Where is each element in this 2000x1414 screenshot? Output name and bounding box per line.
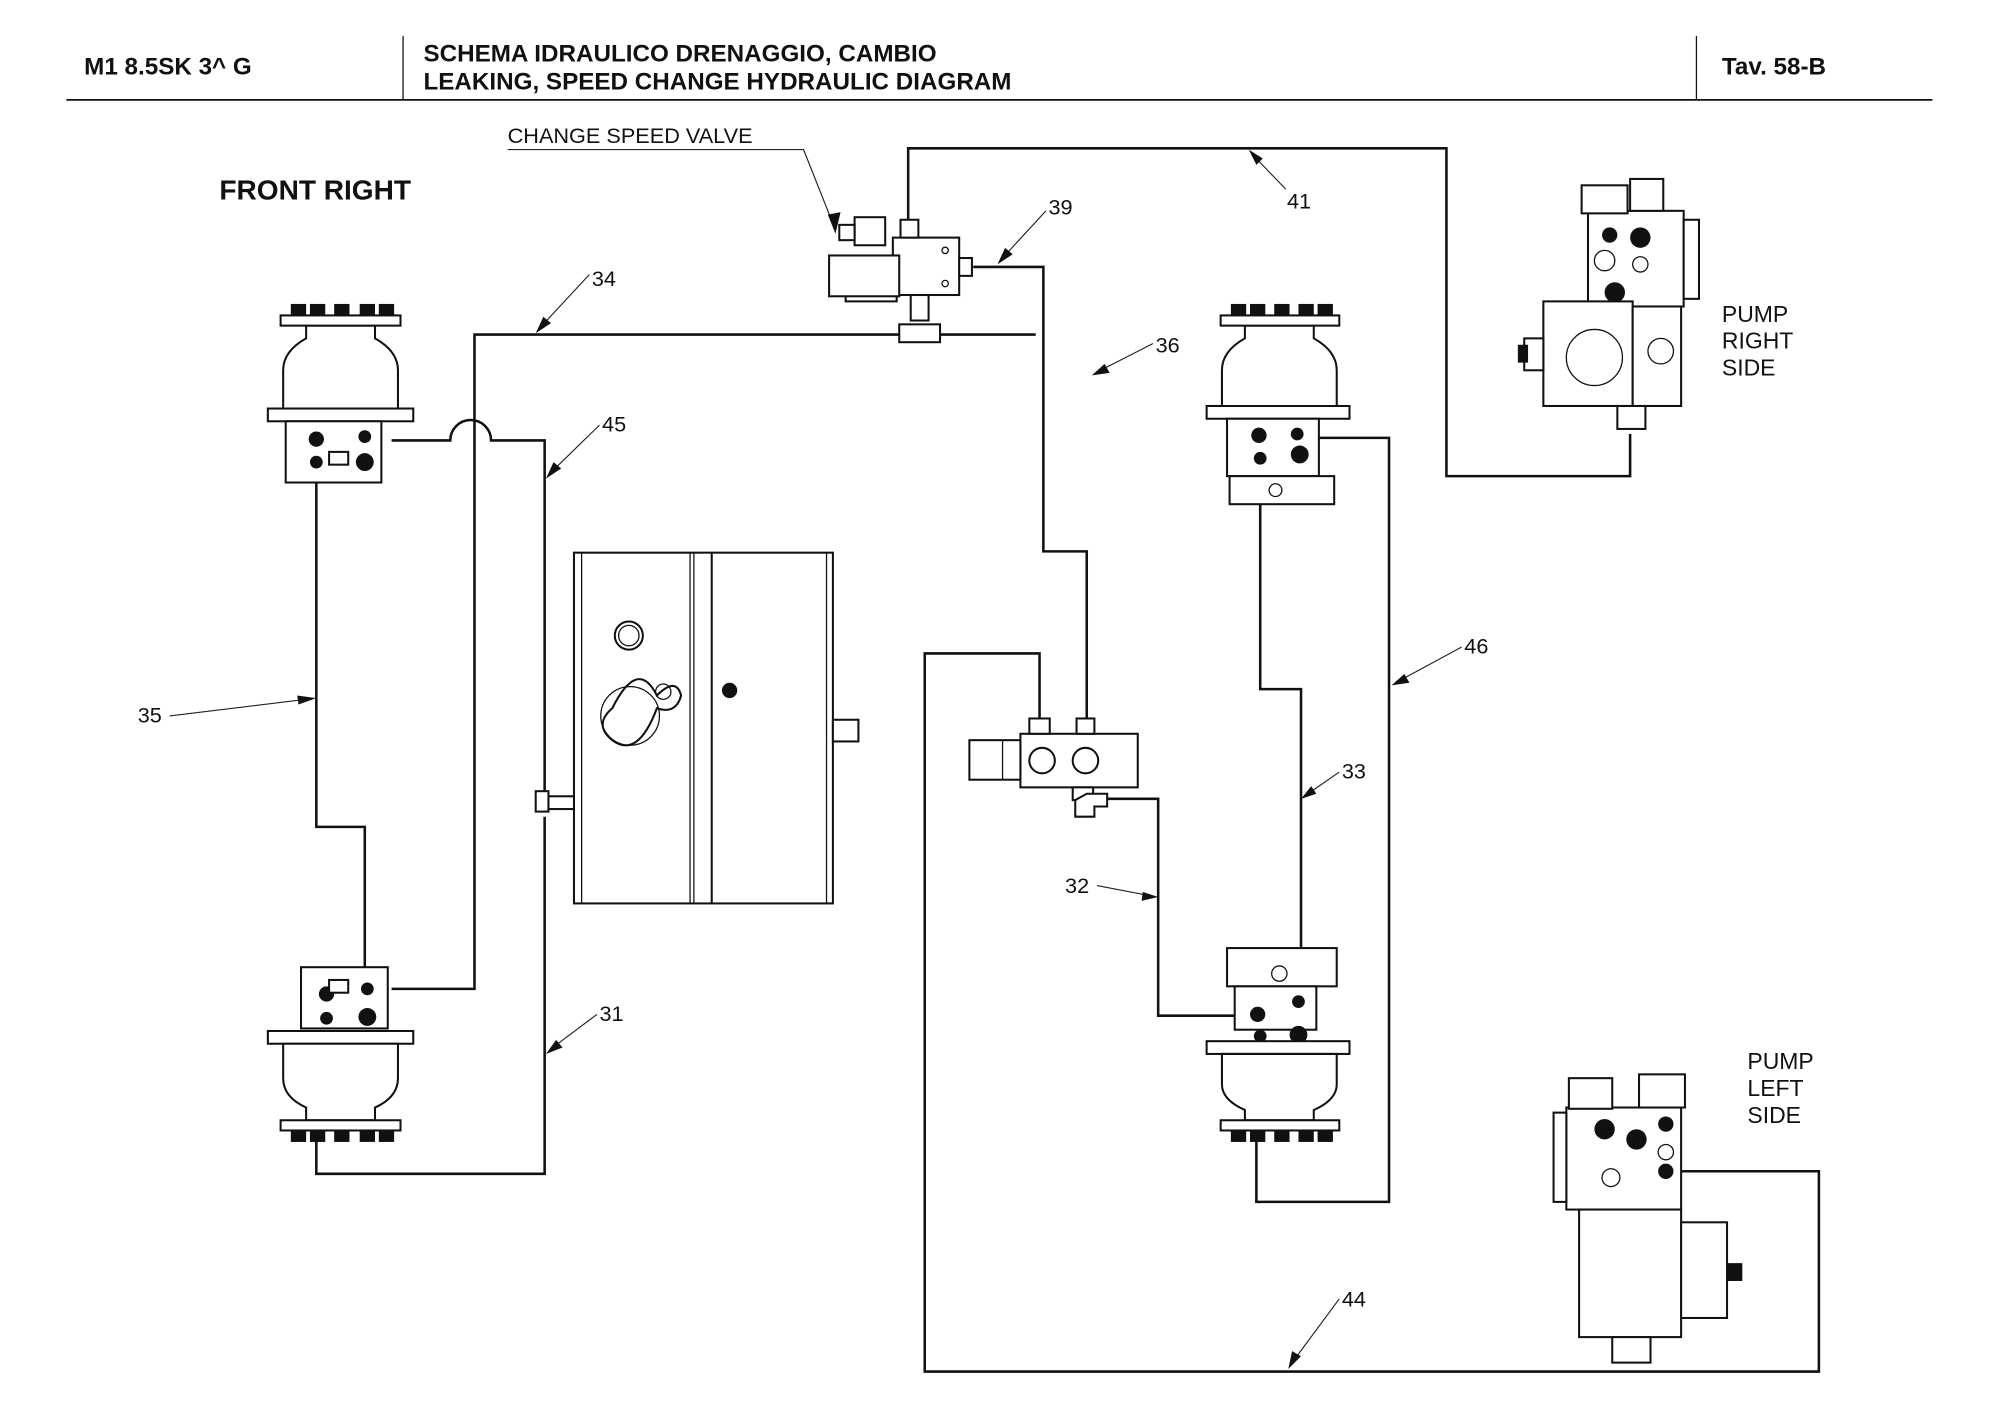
callout-39: 39 <box>997 195 1073 265</box>
pump-left-label: PUMP LEFT SIDE <box>1747 1048 1813 1128</box>
change-speed-valve-text: CHANGE SPEED VALVE <box>508 123 753 148</box>
distribution-block <box>968 717 1139 818</box>
callout-41-text: 41 <box>1287 188 1311 213</box>
pump-right-line-3: SIDE <box>1722 354 1776 380</box>
pump-right-label: PUMP RIGHT SIDE <box>1722 301 1793 381</box>
callout-31-text: 31 <box>599 1001 623 1026</box>
callout-36-text: 36 <box>1156 332 1180 357</box>
pipe-33 <box>1258 472 1303 987</box>
callout-33-text: 33 <box>1342 758 1366 783</box>
title-block: M1 8.5SK 3^ G SCHEMA IDRAULICO DRENAGGIO… <box>66 36 1933 101</box>
callout-34: 34 <box>535 266 616 334</box>
pipe-46 <box>1255 436 1391 1204</box>
travel-motor-front-left <box>266 303 415 484</box>
pipe-31 <box>315 816 546 1176</box>
travel-motor-front-right <box>1205 303 1351 506</box>
callout-36: 36 <box>1091 332 1180 376</box>
pipe-35 <box>315 474 367 983</box>
callout-34-text: 34 <box>592 266 616 291</box>
title-line-1: SCHEMA IDRAULICO DRENAGGIO, CAMBIO <box>423 41 936 68</box>
pipe-34 <box>391 333 900 991</box>
callout-45-text: 45 <box>602 411 626 436</box>
change-speed-valve-label: CHANGE SPEED VALVE <box>508 123 841 234</box>
pipe-45 <box>391 418 546 792</box>
callout-46: 46 <box>1391 633 1488 686</box>
pipe-39 <box>973 265 1089 728</box>
title-line-2: LEAKING, SPEED CHANGE HYDRAULIC DIAGRAM <box>423 69 1011 96</box>
pipes <box>315 147 1821 1373</box>
callout-44-text: 44 <box>1342 1286 1366 1311</box>
callout-46-text: 46 <box>1464 633 1488 658</box>
callout-45: 45 <box>545 411 626 479</box>
tank-flange <box>601 678 683 747</box>
pump-left <box>1552 1073 1743 1364</box>
pump-left-line-1: PUMP <box>1747 1048 1813 1074</box>
pump-right-line-1: PUMP <box>1722 301 1788 327</box>
callout-44: 44 <box>1288 1286 1366 1369</box>
pump-left-line-3: SIDE <box>1747 1102 1801 1128</box>
pipe-block-left <box>923 652 1821 1373</box>
callout-32-text: 32 <box>1065 873 1089 898</box>
travel-motor-rear-left <box>266 966 415 1142</box>
pipe-32 <box>1107 797 1244 1017</box>
callout-31: 31 <box>545 1001 624 1054</box>
model-code: M1 8.5SK 3^ G <box>84 53 252 80</box>
hydraulic-tank <box>534 551 860 905</box>
callout-32: 32 <box>1065 873 1159 901</box>
callouts: 34 39 41 36 45 35 46 33 32 31 44 <box>138 149 1488 1369</box>
view-label: FRONT RIGHT <box>219 174 411 205</box>
travel-motor-rear-right <box>1205 947 1351 1142</box>
pump-right-line-2: RIGHT <box>1722 328 1793 354</box>
callout-41: 41 <box>1248 149 1311 213</box>
sheet-number: Tav. 58-B <box>1722 53 1826 80</box>
pump-right <box>1517 177 1700 430</box>
callout-39-text: 39 <box>1048 195 1072 220</box>
callout-33: 33 <box>1301 758 1366 799</box>
callout-35-text: 35 <box>138 702 162 727</box>
pipe-41 <box>906 147 1632 478</box>
callout-35: 35 <box>138 695 317 727</box>
pump-left-line-2: LEFT <box>1747 1075 1803 1101</box>
change-speed-valve <box>828 216 973 344</box>
